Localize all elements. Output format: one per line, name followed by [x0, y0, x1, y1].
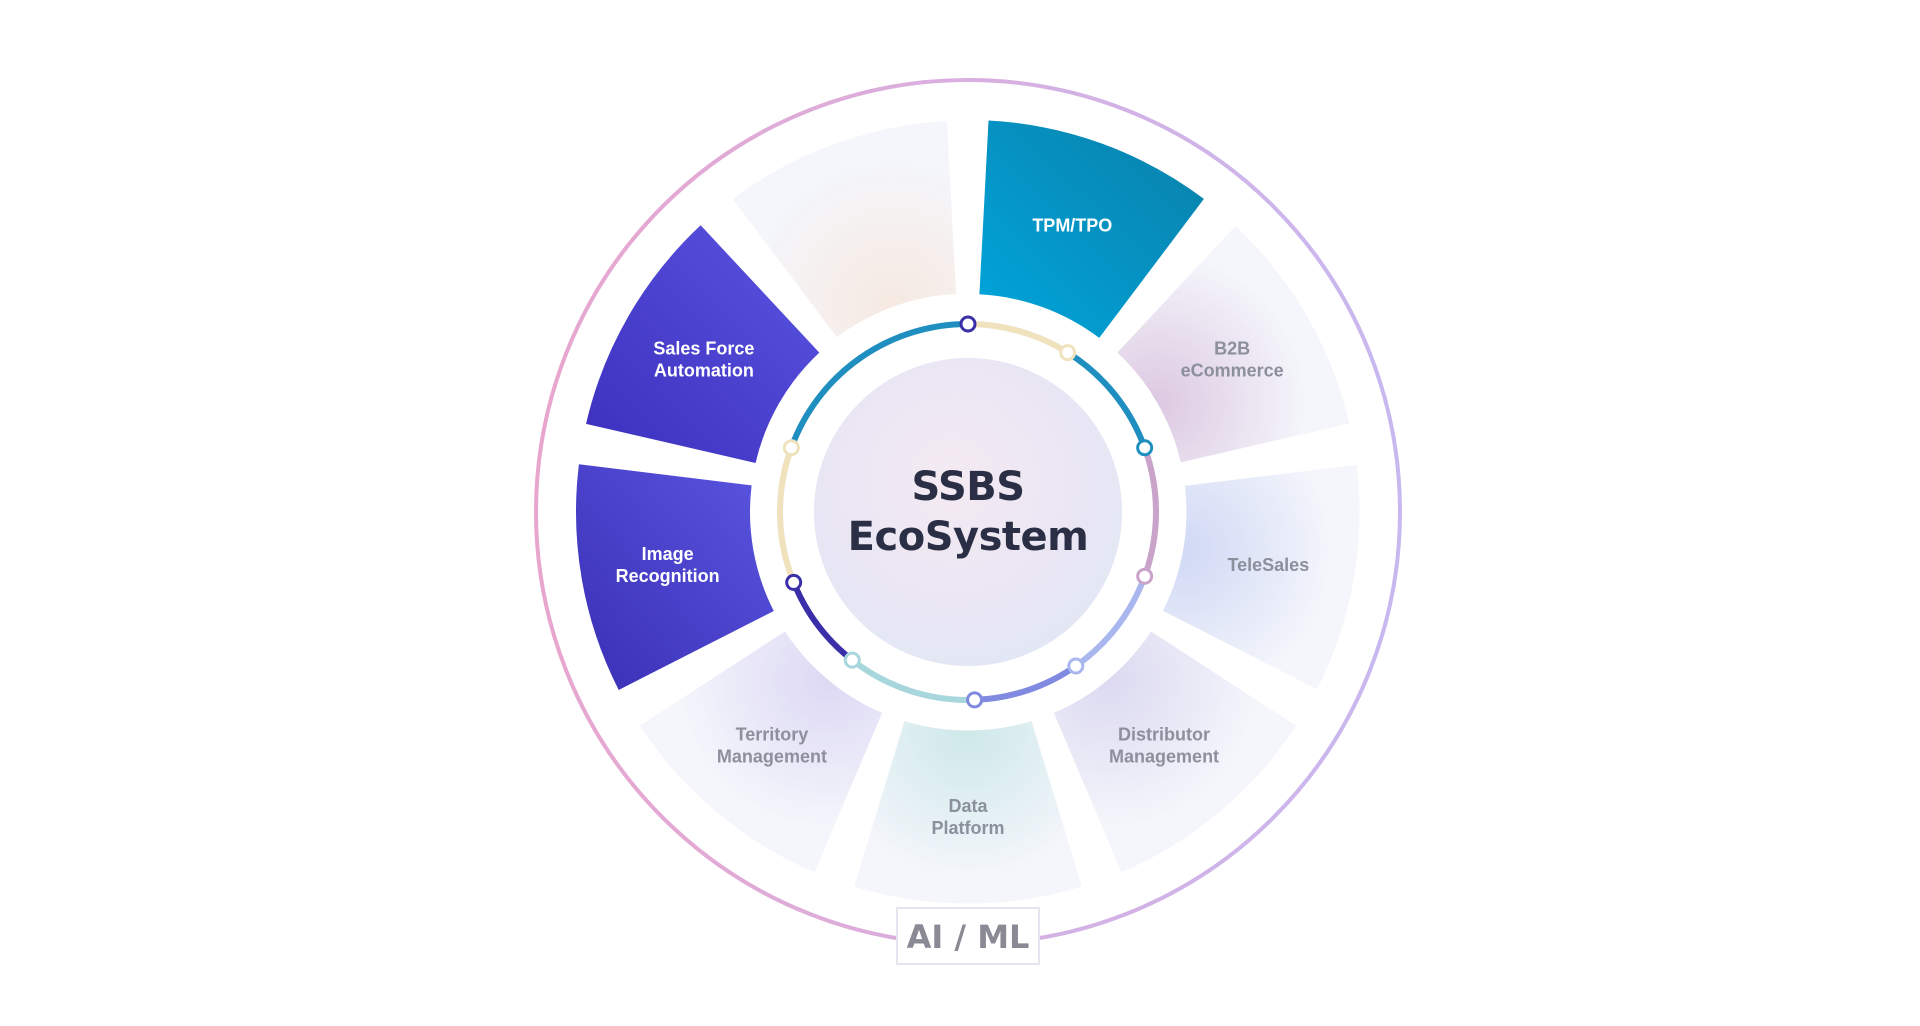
center-title-line-1: SSBS	[911, 464, 1024, 510]
segment-label-b2b-ecommerce-2: eCommerce	[1181, 361, 1284, 381]
inner-ring-arc	[788, 321, 971, 451]
ring-node-icon	[1059, 344, 1077, 362]
ai-ml-badge: AI / ML	[896, 907, 1040, 965]
segment-label-distributor-management-2: Management	[1109, 747, 1219, 767]
inner-progress-ring	[777, 315, 1159, 709]
inner-ring-arc	[1072, 573, 1148, 670]
segment-shape-telesales	[1161, 463, 1361, 691]
inner-ring-arc	[1064, 349, 1148, 451]
ring-node-icon	[1136, 567, 1154, 585]
segment-label-sales-force-automation-1: Sales Force	[653, 339, 754, 359]
segment-shape-data-platform	[852, 719, 1084, 905]
segment-label-b2b-ecommerce-1: B2B	[1214, 339, 1250, 359]
segment-label-distributor-management-1: Distributor	[1118, 725, 1210, 745]
inner-ring-arc	[790, 579, 856, 664]
ring-node-icon	[959, 315, 977, 333]
segment-shape-image-recognition	[576, 464, 774, 690]
ring-node-icon	[843, 651, 861, 669]
segment-label-data-platform-2: Platform	[931, 818, 1004, 838]
segment-label-image-recognition-2: Recognition	[616, 566, 720, 586]
segment-label-territory-management-1: Territory	[736, 725, 809, 745]
inner-ring-arc	[1141, 444, 1159, 580]
ring-node-icon	[782, 439, 800, 457]
segment-label-sales-force-automation-2: Automation	[654, 361, 754, 381]
segment-label-data-platform-1: Data	[948, 796, 988, 816]
ring-node-icon	[785, 573, 803, 591]
segment-shape-b2b-ecommerce	[1116, 224, 1351, 464]
segment-telesales[interactable]: TeleSales	[1161, 463, 1361, 691]
segment-label-tpm-tpo-1: TPM/TPO	[1032, 215, 1112, 235]
inner-ring-arc	[849, 657, 978, 703]
segment-shape-distributor-management	[1052, 630, 1298, 874]
ai-ml-box	[896, 907, 1040, 965]
center-hub: SSBS EcoSystem	[810, 354, 1126, 670]
segment-shape-sales-force-automation	[586, 225, 820, 463]
ring-node-icon	[1136, 439, 1154, 457]
inner-ring-arc	[971, 663, 1079, 703]
segment-tpm-tpo[interactable]: TPM/TPO	[979, 120, 1204, 338]
inner-ring-arc	[965, 321, 1071, 356]
segment-label-image-recognition-1: Image	[642, 544, 694, 564]
inner-ring-arc	[777, 444, 797, 586]
segment-blank-segment[interactable]	[731, 120, 958, 339]
segment-shape-territory-management	[638, 630, 884, 874]
center-title-line-2: EcoSystem	[848, 514, 1089, 560]
segment-group: TPM/TPOB2BeCommerceTeleSalesDistributorM…	[576, 120, 1361, 905]
ai-ml-label: AI / ML	[907, 918, 1030, 956]
ring-node-icon	[1067, 657, 1085, 675]
segment-label-territory-management-2: Management	[717, 747, 827, 767]
segment-shape-blank-segment	[731, 120, 958, 339]
segment-shape-tpm-tpo	[979, 120, 1204, 338]
ring-node-icon	[966, 691, 984, 709]
center-disc	[810, 354, 1126, 670]
segment-label-telesales-1: TeleSales	[1227, 555, 1309, 575]
